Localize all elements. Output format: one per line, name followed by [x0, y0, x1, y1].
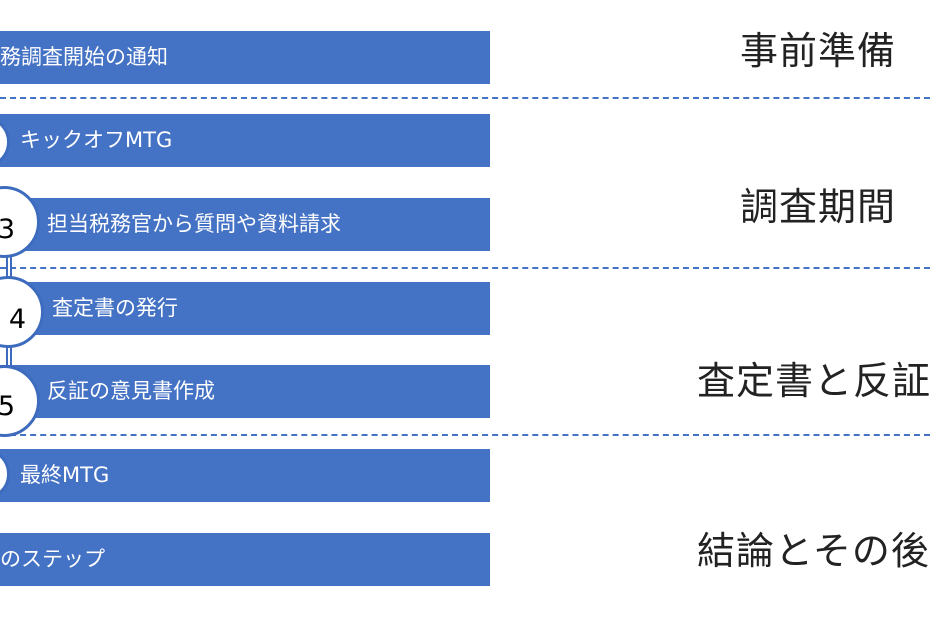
step-5-number: 5 [0, 390, 15, 422]
connector-3-4 [6, 248, 12, 288]
step-4-number: 4 [8, 303, 26, 335]
step-2-label: キックオフMTG [20, 128, 173, 152]
step-4-label: 査定書の発行 [52, 296, 178, 320]
step-3-bar: 担当税務官から質問や資料請求 [0, 198, 490, 251]
phase-divider-3 [0, 434, 930, 436]
phase-label-preparation: 事前準備 [740, 29, 897, 73]
step-7-bar: のステップ [0, 533, 490, 586]
phase-label-conclusion: 結論とその後 [697, 529, 930, 573]
phase-divider-2 [0, 267, 930, 269]
step-1-bar: 務調査開始の通知 [0, 31, 490, 84]
step-4-bar: 査定書の発行 [0, 282, 490, 335]
phase-label-investigation: 調査期間 [740, 185, 897, 229]
step-3-number: 3 [0, 213, 15, 245]
phase-divider-1 [0, 97, 930, 99]
step-3-label: 担当税務官から質問や資料請求 [47, 212, 341, 236]
step-2-bar: キックオフMTG [0, 114, 490, 167]
step-5-bar: 反証の意見書作成 [0, 365, 490, 418]
phase-label-assessment: 査定書と反証 [697, 359, 930, 403]
step-1-label: 務調査開始の通知 [0, 45, 168, 69]
step-6-bar: 最終MTG [0, 449, 490, 502]
step-5-label: 反証の意見書作成 [47, 379, 215, 403]
connector-4-5 [6, 335, 12, 375]
step-7-label: のステップ [0, 547, 105, 571]
step-6-label: 最終MTG [20, 463, 110, 487]
